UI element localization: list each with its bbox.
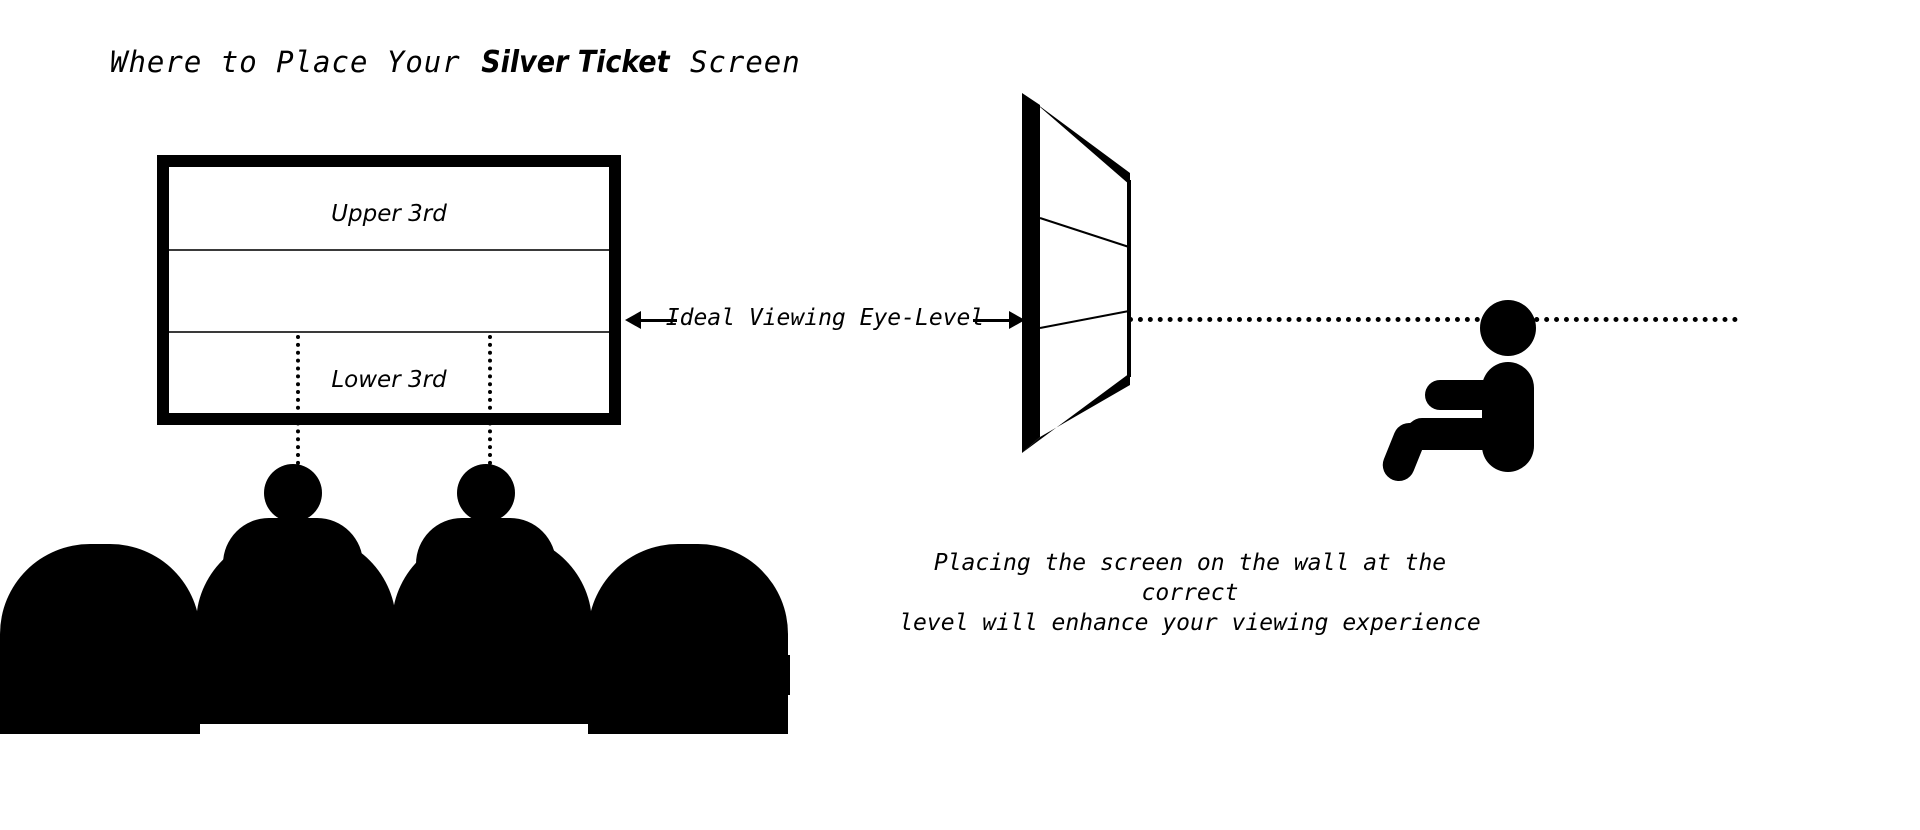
theater-seat	[392, 534, 592, 724]
screen-right-edge	[1127, 180, 1131, 377]
viewer-arm	[1425, 380, 1505, 410]
front-view-screen: Upper 3rd Lower 3rd	[157, 155, 621, 425]
lower-third-label: Lower 3rd	[331, 367, 447, 393]
theater-seat	[196, 534, 396, 724]
audience-head	[264, 464, 322, 522]
upper-third-label: Upper 3rd	[331, 201, 447, 227]
caption-text: Placing the screen on the wall at the co…	[880, 548, 1500, 638]
arrow-left-shaft	[639, 319, 677, 322]
audience-head	[457, 464, 515, 522]
caption-line-1: Placing the screen on the wall at the co…	[933, 550, 1447, 606]
arrow-right-shaft	[973, 319, 1011, 322]
page-title: Where to Place Your Silver Ticket Screen	[110, 45, 801, 80]
screen-left-edge	[1022, 93, 1040, 453]
wall-upper-third-divider	[1039, 217, 1130, 248]
theater-seat	[588, 544, 788, 734]
title-prefix: Where to Place Your	[110, 45, 480, 79]
caption-line-2: level will enhance your viewing experien…	[899, 610, 1481, 636]
audience-group	[0, 440, 800, 734]
brand-name: Silver Ticket	[481, 45, 670, 80]
viewer-sight-line	[1128, 317, 1738, 322]
seat-row-base	[0, 655, 790, 695]
wall-mounted-screen-perspective	[1010, 85, 1160, 475]
upper-third-divider	[169, 248, 609, 251]
lower-third-divider	[169, 330, 609, 333]
screen-bottom-edge	[1022, 373, 1130, 453]
wall-lower-third-divider	[1039, 310, 1130, 329]
arrow-right-icon	[1009, 311, 1025, 329]
arrow-left-icon	[625, 311, 641, 329]
eye-level-annotation: Ideal Viewing Eye-Level	[625, 305, 1025, 337]
title-suffix: Screen	[671, 45, 801, 79]
wall-screen-svg	[1022, 93, 1131, 453]
eye-level-label: Ideal Viewing Eye-Level	[665, 305, 985, 331]
sight-line-drop-right	[488, 335, 492, 465]
seated-viewer-figure	[1370, 290, 1550, 490]
sight-line-drop-left	[296, 335, 300, 465]
theater-seat	[0, 544, 200, 734]
viewer-head	[1480, 300, 1536, 356]
viewer-torso	[1482, 362, 1534, 472]
